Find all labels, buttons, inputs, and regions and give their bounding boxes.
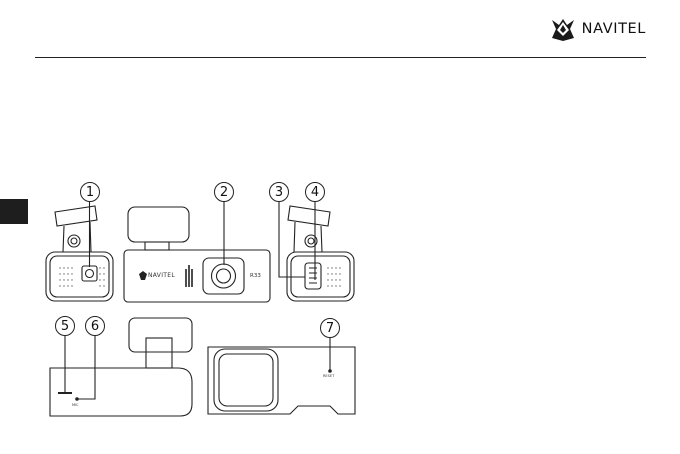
callout-6: 6: [85, 316, 105, 336]
callout-4: 4: [305, 182, 325, 202]
callout-2: 2: [214, 182, 234, 202]
mic-label: MIC: [72, 403, 79, 407]
reset-label: RESET: [323, 374, 334, 378]
microphone-hole: [75, 397, 79, 401]
power-button: [82, 266, 97, 281]
microphone-slot: [58, 392, 72, 394]
memory-card-slot: [305, 263, 321, 289]
side-view-left: [46, 206, 113, 301]
reset-hole: [328, 369, 332, 373]
rear-view: [208, 347, 355, 414]
device-brand-label: NAVITEL: [148, 272, 175, 279]
side-view-right: [287, 206, 354, 301]
model-label: R33: [250, 273, 261, 279]
callout-7: 7: [320, 318, 340, 338]
callout-1: 1: [80, 182, 100, 202]
front-view: [124, 207, 270, 302]
callout-3: 3: [269, 182, 289, 202]
callout-5: 5: [55, 316, 75, 336]
